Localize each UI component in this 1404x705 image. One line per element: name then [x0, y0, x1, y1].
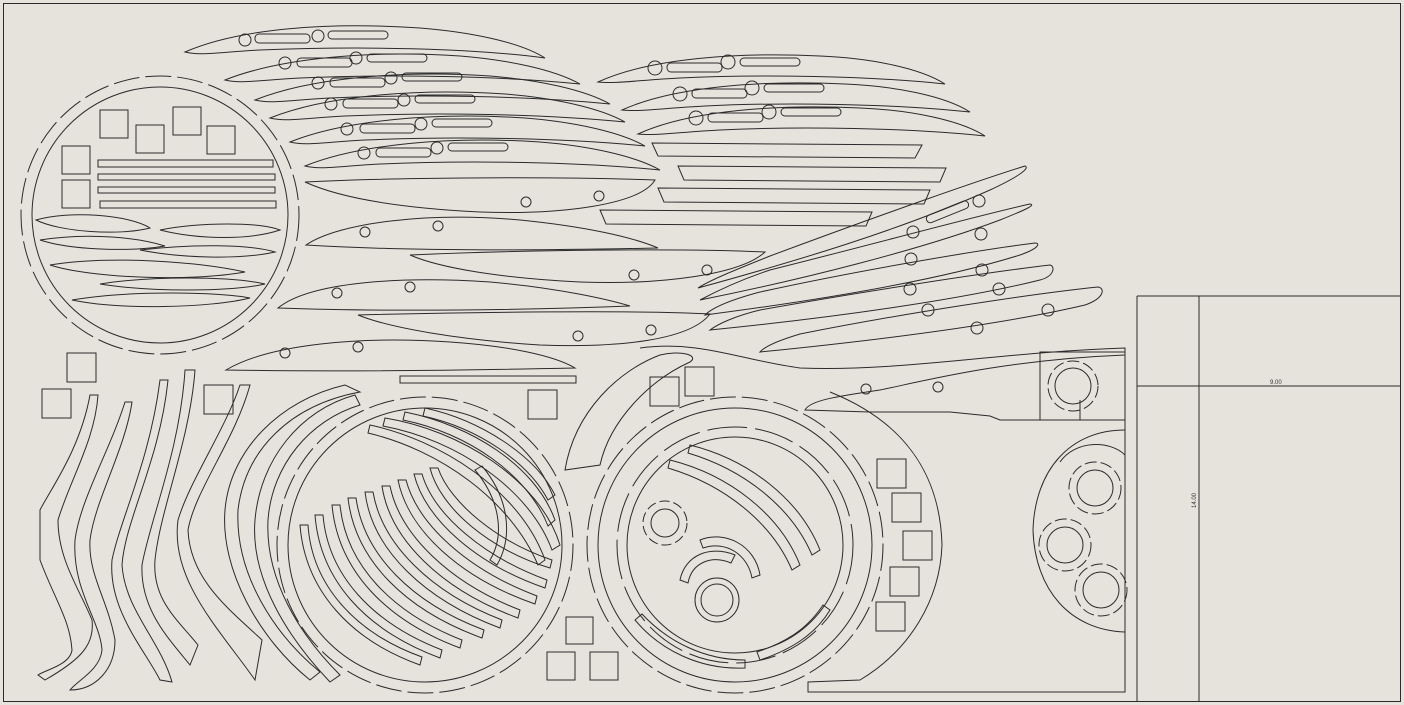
sheet-border [3, 3, 1401, 702]
square-part [206, 125, 236, 155]
airfoil-ribs-top-right [596, 54, 986, 227]
square-part [61, 145, 91, 175]
square-part [172, 106, 202, 136]
dimension-block: 9.00 14.00 [1136, 295, 1400, 701]
gear-bracket [1032, 351, 1128, 633]
square-part [135, 124, 165, 154]
square-part [61, 179, 91, 209]
ring-center [276, 396, 619, 694]
airfoil-long-parts [224, 177, 767, 384]
left-strips [37, 352, 558, 691]
width-dimension-label: 9.00 [1270, 380, 1282, 386]
ring-right [586, 362, 1126, 694]
airfoil-ribs-diagonal [697, 165, 1103, 353]
square-part [99, 109, 129, 139]
ring-top-left [20, 75, 300, 355]
height-dimension-label: 14.00 [1192, 492, 1198, 508]
spar-connector [564, 345, 1126, 471]
airfoil-ribs-top [183, 25, 661, 171]
